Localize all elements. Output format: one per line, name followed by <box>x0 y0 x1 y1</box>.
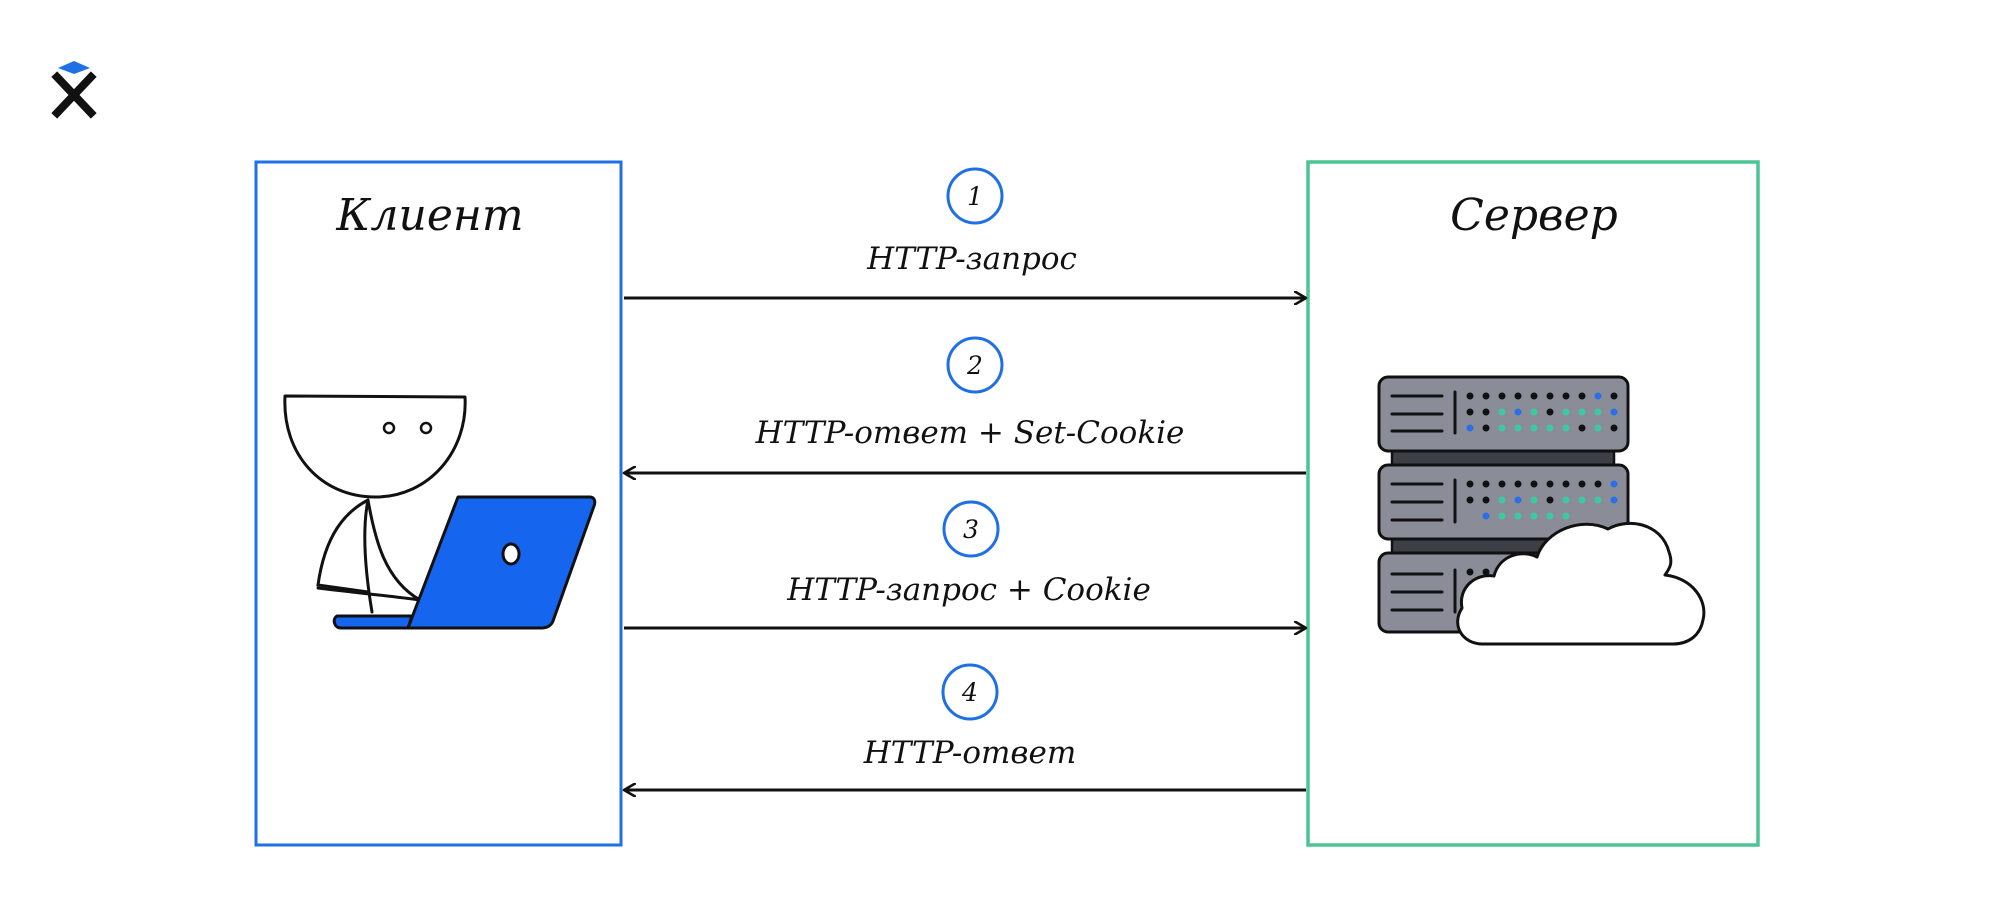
step-number-circle <box>942 500 1000 558</box>
step-1: 1 HTTP-запрос <box>866 167 1077 277</box>
message-arrows <box>624 298 1306 790</box>
message-label: HTTP-запрос <box>866 241 1077 277</box>
logo-icon <box>51 61 97 119</box>
server-title: Сервер <box>1450 190 1618 241</box>
message-label: HTTP-ответ + Set-Cookie <box>755 415 1185 451</box>
message-label: HTTP-ответ <box>863 735 1076 771</box>
step-4: 4 HTTP-ответ <box>863 663 1076 771</box>
step-3: 3 HTTP-запрос + Cookie <box>786 500 1151 608</box>
person-with-laptop-icon <box>283 394 597 630</box>
step-2: 2 HTTP-ответ + Set-Cookie <box>755 336 1185 451</box>
client-title: Клиент <box>335 190 523 241</box>
step-number: 3 <box>963 515 979 544</box>
step-number-circle <box>941 663 999 721</box>
client-box <box>254 160 623 847</box>
step-number: 1 <box>967 182 983 211</box>
step-number-circle <box>946 167 1004 225</box>
step-number: 4 <box>961 678 978 707</box>
step-number: 2 <box>966 351 983 380</box>
step-number-circle <box>946 336 1004 394</box>
message-label: HTTP-запрос + Cookie <box>786 572 1151 608</box>
cloud-icon <box>1456 521 1706 646</box>
server-box <box>1306 160 1760 847</box>
